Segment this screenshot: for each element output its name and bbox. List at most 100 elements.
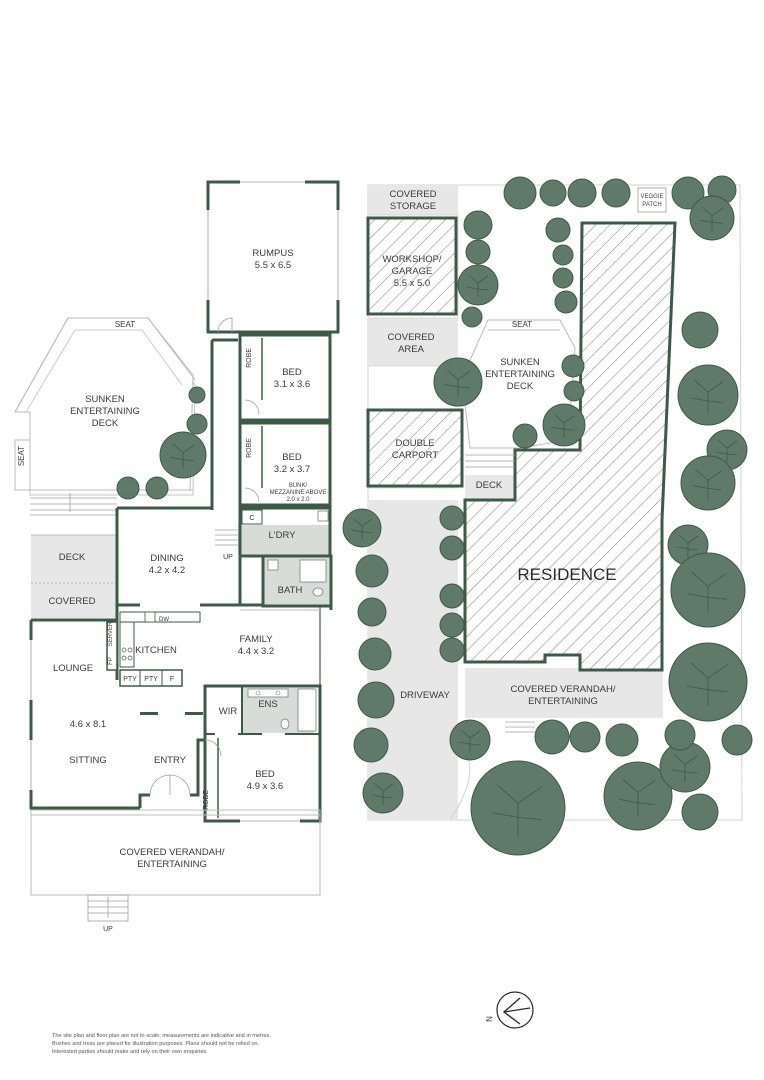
tree-branches [371, 782, 394, 805]
tree-icon [552, 244, 574, 266]
tree-branches [671, 754, 698, 782]
bed3-size: 4.9 x 3.6 [247, 781, 283, 792]
tree-branches [676, 534, 699, 557]
up-label-1: UP [223, 554, 233, 561]
bath-walls [261, 554, 333, 608]
driveway-label: DRIVEWAY [400, 690, 450, 701]
bed2-label: BED [282, 452, 302, 463]
double-carport [366, 408, 464, 488]
tree-icon [145, 476, 169, 500]
dw-label: DW [159, 617, 169, 623]
storage-label-2: STORAGE [390, 201, 436, 212]
laundry-label: L'DRY [269, 530, 297, 541]
tree-branches [351, 518, 372, 540]
deck-label: DECK [59, 552, 86, 563]
bed1-size: 3.1 x 3.6 [274, 379, 310, 390]
site-deck-label: DECK [476, 480, 503, 491]
covered-area-slab [368, 318, 458, 366]
tree-branches [458, 729, 481, 752]
tree-icon [545, 217, 571, 243]
tree-branches [552, 414, 575, 438]
side-seat-label: SEAT [17, 446, 26, 466]
tree-branches [691, 379, 724, 413]
site-verandah-label-1: COVERED VERANDAH/ [510, 684, 615, 695]
family-label: FAMILY [239, 634, 273, 645]
tree-branches [687, 571, 727, 613]
tree-icon [439, 535, 465, 561]
site-sunken-deck-1: SUNKEN [500, 357, 540, 368]
laundry-floor [238, 525, 331, 555]
workshop-label-1: WORKSHOP/ [382, 254, 441, 265]
tree-icon [539, 179, 567, 207]
tree-icon [664, 719, 696, 751]
tree-icon [561, 354, 585, 378]
rumpus-size: 5.5 x 6.5 [255, 260, 291, 271]
site-seat-label: SEAT [512, 320, 532, 329]
deck-area [31, 535, 117, 583]
floor-plan-labels: RUMPUS 5.5 x 6.5 BED 3.1 x 3.6 BED 3.2 x… [17, 248, 326, 933]
tree-icon [569, 721, 601, 753]
residence-label: RESIDENCE [517, 565, 616, 584]
tree-branches [466, 274, 489, 297]
bed3-label: BED [255, 769, 275, 780]
tree-branches [693, 469, 722, 500]
tree-icon [721, 724, 753, 756]
disclaimer-line-2: Bushes and tress are placed for illustra… [52, 1041, 260, 1048]
sunken-deck-label-2: ENTERTAINING [70, 406, 140, 417]
tree-icon [567, 178, 597, 208]
north-label: N [485, 1016, 494, 1022]
tree-icon [563, 380, 585, 402]
tree-branches [715, 439, 738, 462]
sunken-deck-label-1: SUNKEN [85, 394, 125, 405]
storage-label-1: COVERED [390, 189, 437, 200]
tree-icon [601, 178, 631, 208]
tree-branches [699, 206, 724, 232]
up-label-2: UP [103, 926, 113, 933]
site-deck-slab [465, 475, 515, 500]
verandah-label-2: ENTERTAINING [137, 859, 207, 870]
wir-label: WIR [219, 706, 238, 717]
site-plan-labels: COVERED STORAGE VEGGIE PATCH WORKSHOP/ G… [382, 189, 663, 707]
verandah-floor [30, 809, 321, 896]
family-size: 4.4 x 3.2 [238, 646, 274, 657]
tree-icon [188, 386, 206, 404]
fp-label: FP [108, 657, 114, 665]
workshop-garage [366, 216, 458, 316]
dining-size: 4.2 x 4.2 [149, 565, 185, 576]
tree-icon [681, 311, 719, 349]
tree-icon [439, 612, 465, 638]
tree-branches [444, 369, 471, 397]
fridge-label: F [170, 676, 174, 683]
tree-icon [465, 239, 491, 265]
tree-branches [619, 778, 656, 817]
deck-seat-label: SEAT [115, 320, 135, 329]
site-sunken-deck-2: ENTERTAINING [485, 369, 555, 380]
tree-icon [534, 719, 570, 755]
mezzanine-size: 2.0 x 2.0 [286, 497, 310, 503]
tree-icon [358, 637, 392, 671]
tree-icon [681, 793, 719, 831]
carport-label-2: CARPORT [392, 450, 438, 461]
mezzanine-note: MEZZANINE ABOVE [270, 490, 327, 496]
bed2-walls [238, 421, 332, 507]
tree-icon [503, 176, 537, 210]
disclaimer-line-1: The site plan and floor plan are not to … [52, 1033, 271, 1039]
tree-icon [552, 267, 574, 289]
sitting-label: SITTING [69, 755, 106, 766]
side-seat [14, 439, 31, 491]
site-plan [366, 184, 743, 821]
entry-label: ENTRY [154, 755, 187, 766]
tree-icon [554, 290, 578, 314]
bunk-note: BUNK/ [289, 483, 308, 489]
rumpus-label: RUMPUS [252, 248, 293, 259]
tree-icon [357, 597, 387, 627]
tree-icon [439, 637, 465, 663]
pantry-label-2: PTY [144, 676, 158, 683]
site-sunken-deck-3: DECK [507, 381, 534, 392]
tree-branches [686, 662, 728, 706]
tree-icon [461, 306, 483, 328]
dining-label: DINING [150, 553, 183, 564]
server-label: SERVER [108, 621, 114, 646]
lounge-size: 4.6 x 8.1 [70, 719, 106, 730]
